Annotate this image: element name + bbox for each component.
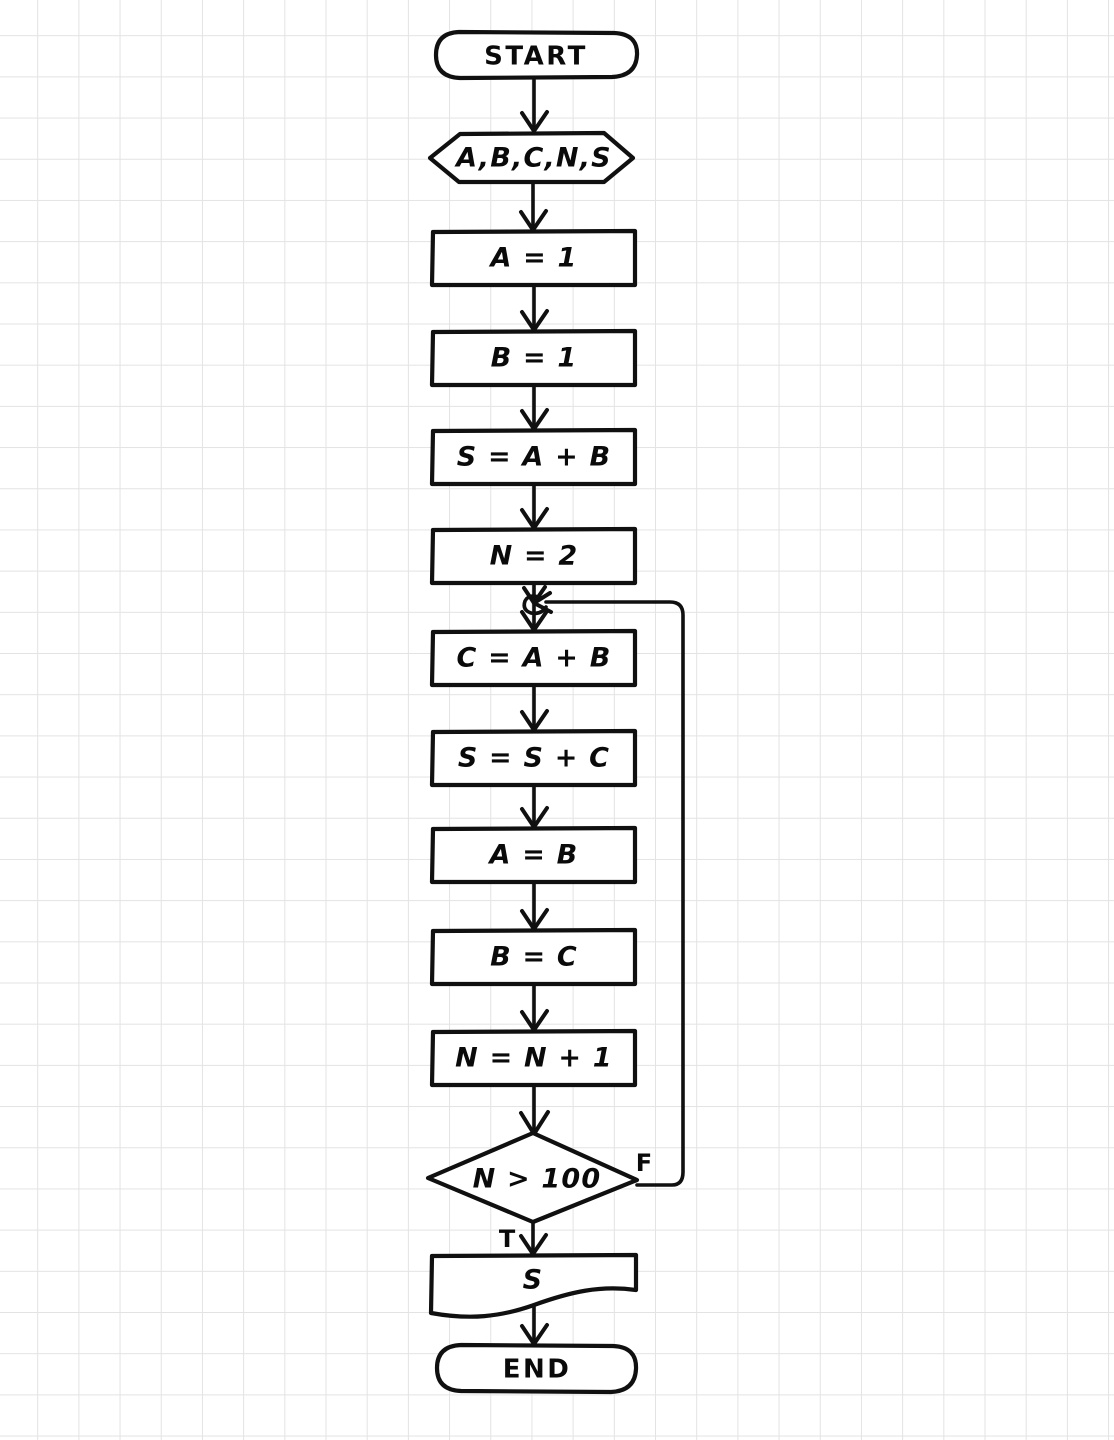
node-s-accumulate[interactable]: S = S + C <box>429 728 638 788</box>
process-box-shape <box>429 526 638 586</box>
process-label: N = N + 1 <box>455 1043 613 1074</box>
edge-loopback-false <box>544 600 685 1187</box>
input-label: A,B,C,N,S <box>454 143 612 174</box>
edge-cab-to-ssc <box>520 683 549 732</box>
process-label: B = C <box>490 942 578 973</box>
edge-n1-to-decision <box>519 1083 550 1136</box>
process-box-shape <box>429 328 638 388</box>
edge-sab-to-n2 <box>520 482 549 530</box>
node-decision[interactable]: N > 100 <box>425 1130 640 1225</box>
node-output-document[interactable]: S <box>428 1252 639 1319</box>
process-box-shape <box>429 427 638 487</box>
process-label: B = 1 <box>491 343 578 374</box>
edge-bc-to-n1 <box>520 982 549 1032</box>
edge-a1-to-b1 <box>520 283 549 332</box>
node-b-shift[interactable]: B = C <box>429 927 638 987</box>
node-end[interactable]: END <box>434 1342 639 1395</box>
process-box-shape <box>429 628 638 688</box>
node-input[interactable]: A,B,C,N,S <box>427 130 636 185</box>
node-b-assign-1[interactable]: B = 1 <box>429 328 638 388</box>
edge-ab-to-bc <box>520 880 549 931</box>
decision-diamond-shape <box>425 1130 640 1225</box>
process-box-shape <box>429 1028 638 1088</box>
node-n-init[interactable]: N = 2 <box>429 526 638 586</box>
edge-input-to-a1 <box>519 181 548 232</box>
process-box-shape <box>429 228 638 288</box>
edge-labels: T F <box>499 1149 652 1253</box>
process-label: C = A + B <box>457 643 612 674</box>
process-label: N = 2 <box>490 541 579 572</box>
process-box-shape <box>429 825 638 885</box>
process-box-shape <box>429 728 638 788</box>
start-terminator-shape <box>433 29 640 81</box>
process-box-shape <box>429 927 638 987</box>
edge-start-to-input <box>520 76 549 133</box>
node-n-increment[interactable]: N = N + 1 <box>429 1028 638 1088</box>
input-hexagon-shape <box>427 130 636 185</box>
process-label: S = A + B <box>457 442 612 473</box>
end-label: END <box>503 1355 572 1385</box>
output-label: S <box>523 1265 544 1296</box>
node-start[interactable]: START <box>433 29 640 81</box>
decision-label: N > 100 <box>473 1164 602 1195</box>
node-c-assign[interactable]: C = A + B <box>429 628 638 688</box>
process-label: S = S + C <box>458 743 610 774</box>
process-label: A = 1 <box>488 243 577 274</box>
edge-label-false: F <box>636 1149 652 1177</box>
edge-ssc-to-ab <box>520 783 549 829</box>
end-terminator-shape <box>434 1342 639 1395</box>
edge-b1-to-sab <box>520 383 549 431</box>
node-s-init[interactable]: S = A + B <box>429 427 638 487</box>
start-label: START <box>484 42 588 72</box>
node-a-shift[interactable]: A = B <box>429 825 638 885</box>
node-a-assign-1[interactable]: A = 1 <box>429 228 638 288</box>
document-shape <box>428 1252 639 1319</box>
edge-label-true: T <box>499 1225 516 1253</box>
edge-decision-to-output <box>519 1220 548 1256</box>
process-label: A = B <box>488 840 579 871</box>
